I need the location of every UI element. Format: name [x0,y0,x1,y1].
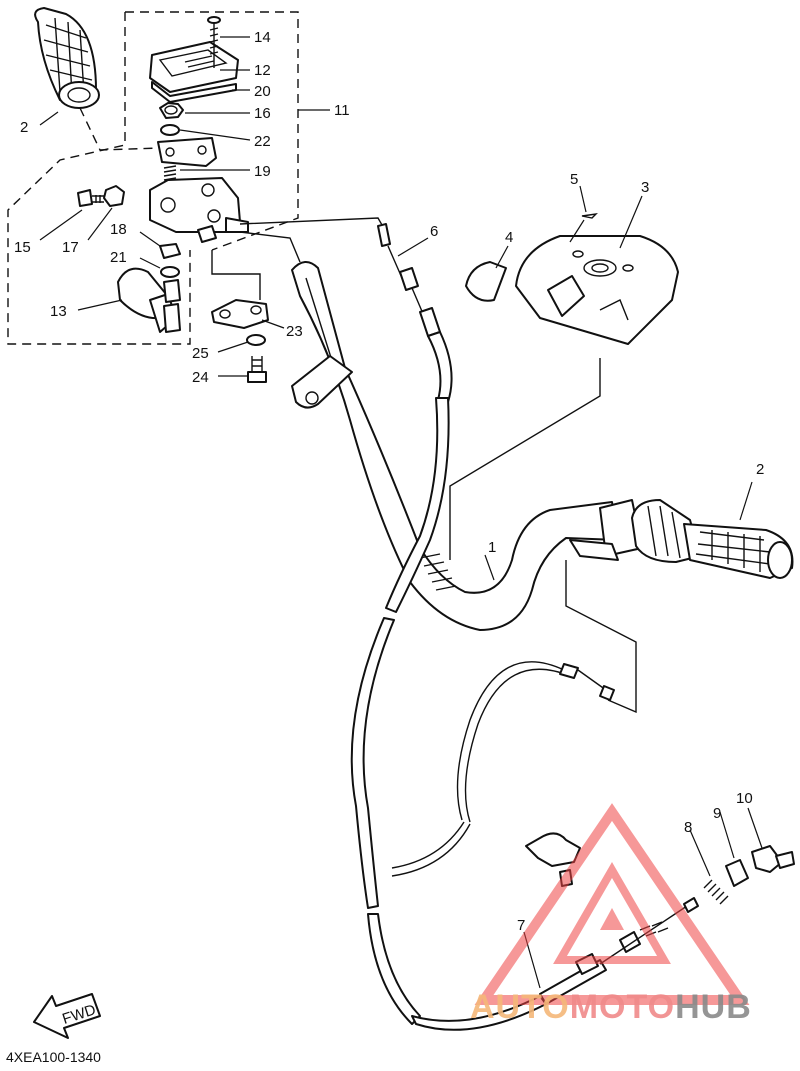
right-guide [565,560,637,714]
leader-8 [689,829,711,877]
callout-2-right: 2 [756,461,764,478]
leader-18 [139,231,161,247]
left-grip [34,7,100,109]
callout-7: 7 [517,917,525,934]
leader-5b [569,219,585,243]
housing-guide [449,358,601,560]
fwd-arrow-icon: FWD [33,993,101,1039]
callout-11: 11 [334,102,350,119]
callout-20: 20 [254,83,271,100]
leader-13 [77,299,123,311]
cap-4 [465,261,507,302]
spring-19 [163,165,177,181]
watermark-logo [474,803,750,1005]
callout-15: 15 [14,239,31,256]
clamp-guide [211,250,261,300]
callout-10: 10 [736,790,753,807]
callout-14: 14 [254,29,271,46]
leader-25 [217,341,249,353]
leader-1 [484,554,495,581]
leader-9 [719,811,735,859]
leader-22 [179,129,251,141]
adjuster-10 [751,845,795,873]
washer-22 [160,124,180,136]
callout-9: 9 [713,805,721,822]
callout-6: 6 [430,223,438,240]
washer-25 [246,334,266,346]
holder-9 [725,859,749,887]
handlebar [291,261,619,631]
right-grip [599,499,794,579]
leader-5 [579,185,587,213]
nut-18 [159,243,181,259]
washer-21 [160,266,180,278]
leader-2b [739,481,753,521]
callout-19: 19 [254,163,271,180]
cable-6 [377,223,453,403]
callout-3: 3 [641,179,649,196]
leader-21 [139,257,161,269]
callout-2-left: 2 [20,119,28,136]
leader-2a [39,111,59,126]
bolt-15 [77,189,104,207]
leader-4 [495,245,509,269]
clamp-23 [211,299,269,329]
callout-18: 18 [110,221,127,238]
callout-13: 13 [50,303,67,320]
leader-15 [39,209,83,241]
callout-labels: 1 2 2 3 4 5 6 7 8 9 10 11 12 13 14 15 16… [14,29,764,934]
throttle-lever-13 [117,267,181,333]
lever-cover [149,41,239,103]
leader-23 [261,319,285,329]
callout-16: 16 [254,105,271,122]
switch-cable [391,661,615,877]
callout-24: 24 [192,369,209,386]
leader-10 [747,807,763,849]
callout-17: 17 [62,239,79,256]
watermark-text: AUTOMOTOHUB [470,988,752,1026]
leader-6 [397,237,429,257]
callout-1: 1 [488,539,496,556]
screw-5 [581,213,598,219]
throttle-body [569,539,619,561]
callout-5: 5 [570,171,578,188]
diagram-code: 4XEA100-1340 [6,1049,101,1065]
leader-3 [619,195,643,249]
grip-axis-line [79,107,161,151]
callout-22: 22 [254,133,271,150]
lever-housing [149,177,249,243]
bolt-24 [247,356,267,383]
callout-12: 12 [254,62,271,79]
nut-16 [159,102,184,119]
callout-25: 25 [192,345,209,362]
callout-8: 8 [684,819,692,836]
bracket [157,137,217,167]
callout-21: 21 [110,249,127,266]
switch-housing-3 [515,235,679,345]
guide-line [239,217,387,233]
leader-17 [87,207,113,241]
callout-4: 4 [505,229,513,246]
callout-23: 23 [286,323,303,340]
nut-17 [103,185,125,207]
screw-14 [207,16,221,68]
throttle-cable [350,397,450,1025]
spring-8 [703,879,729,905]
guide-line-2 [239,231,301,263]
